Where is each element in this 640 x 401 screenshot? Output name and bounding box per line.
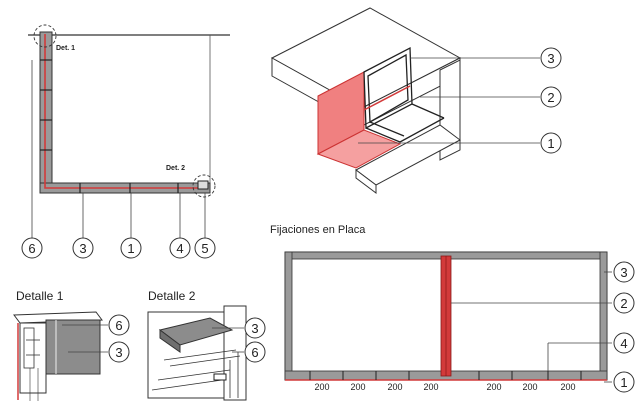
plan-callout-6: 6 (21, 237, 43, 259)
plan-callout-1: 1 (120, 237, 142, 259)
iso-callout-3: 3 (540, 47, 562, 69)
svg-text:5: 5 (201, 241, 208, 256)
svg-text:4: 4 (176, 241, 183, 256)
svg-text:6: 6 (115, 318, 122, 333)
svg-text:4: 4 (620, 336, 627, 351)
svg-text:6: 6 (251, 345, 258, 360)
svg-text:6: 6 (28, 241, 35, 256)
svg-text:1: 1 (620, 375, 627, 390)
detalle2-title: Detalle 2 (148, 289, 196, 303)
svg-text:200: 200 (423, 382, 438, 392)
detalle2-callout-3: 3 (244, 317, 266, 339)
svg-text:1: 1 (547, 136, 554, 151)
svg-text:3: 3 (115, 345, 122, 360)
svg-text:200: 200 (486, 382, 501, 392)
svg-text:3: 3 (251, 321, 258, 336)
placa-callout-4: 4 (613, 332, 635, 354)
iso-callout-1: 1 (540, 132, 562, 154)
svg-text:1: 1 (127, 241, 134, 256)
detalle-2: Detalle 2 3 6 (147, 289, 266, 401)
svg-text:200: 200 (350, 382, 365, 392)
svg-text:2: 2 (620, 296, 627, 311)
detalle1-callout-3: 3 (108, 341, 130, 363)
svg-text:200: 200 (560, 382, 575, 392)
placa-section: Fijaciones en Placa 200 200 200 200 200 (270, 224, 635, 393)
placa-title: Fijaciones en Placa (270, 224, 366, 236)
detalle1-callout-6: 6 (108, 314, 130, 336)
svg-text:200: 200 (522, 382, 537, 392)
svg-text:3: 3 (620, 265, 627, 280)
plan-section: Det. 1 Det. 2 6 3 1 4 5 (21, 24, 230, 259)
svg-text:3: 3 (79, 241, 86, 256)
placa-callout-3: 3 (613, 261, 635, 283)
svg-text:200: 200 (314, 382, 329, 392)
detalle-1: Detalle 1 6 3 (13, 289, 130, 401)
placa-callout-1: 1 (613, 371, 635, 393)
plan-callout-3: 3 (72, 237, 94, 259)
svg-text:200: 200 (387, 382, 402, 392)
isometric-view: 3 2 1 (270, 7, 562, 194)
plan-callout-4: 4 (169, 237, 191, 259)
det2-mark: Det. 2 (166, 165, 185, 172)
placa-callout-2: 2 (613, 292, 635, 314)
det1-mark: Det. 1 (56, 45, 75, 52)
detalle1-title: Detalle 1 (16, 289, 64, 303)
svg-text:2: 2 (547, 90, 554, 105)
iso-callout-2: 2 (540, 86, 562, 108)
svg-text:3: 3 (547, 51, 554, 66)
plan-callout-5: 5 (194, 237, 216, 259)
detalle2-callout-6: 6 (244, 341, 266, 363)
